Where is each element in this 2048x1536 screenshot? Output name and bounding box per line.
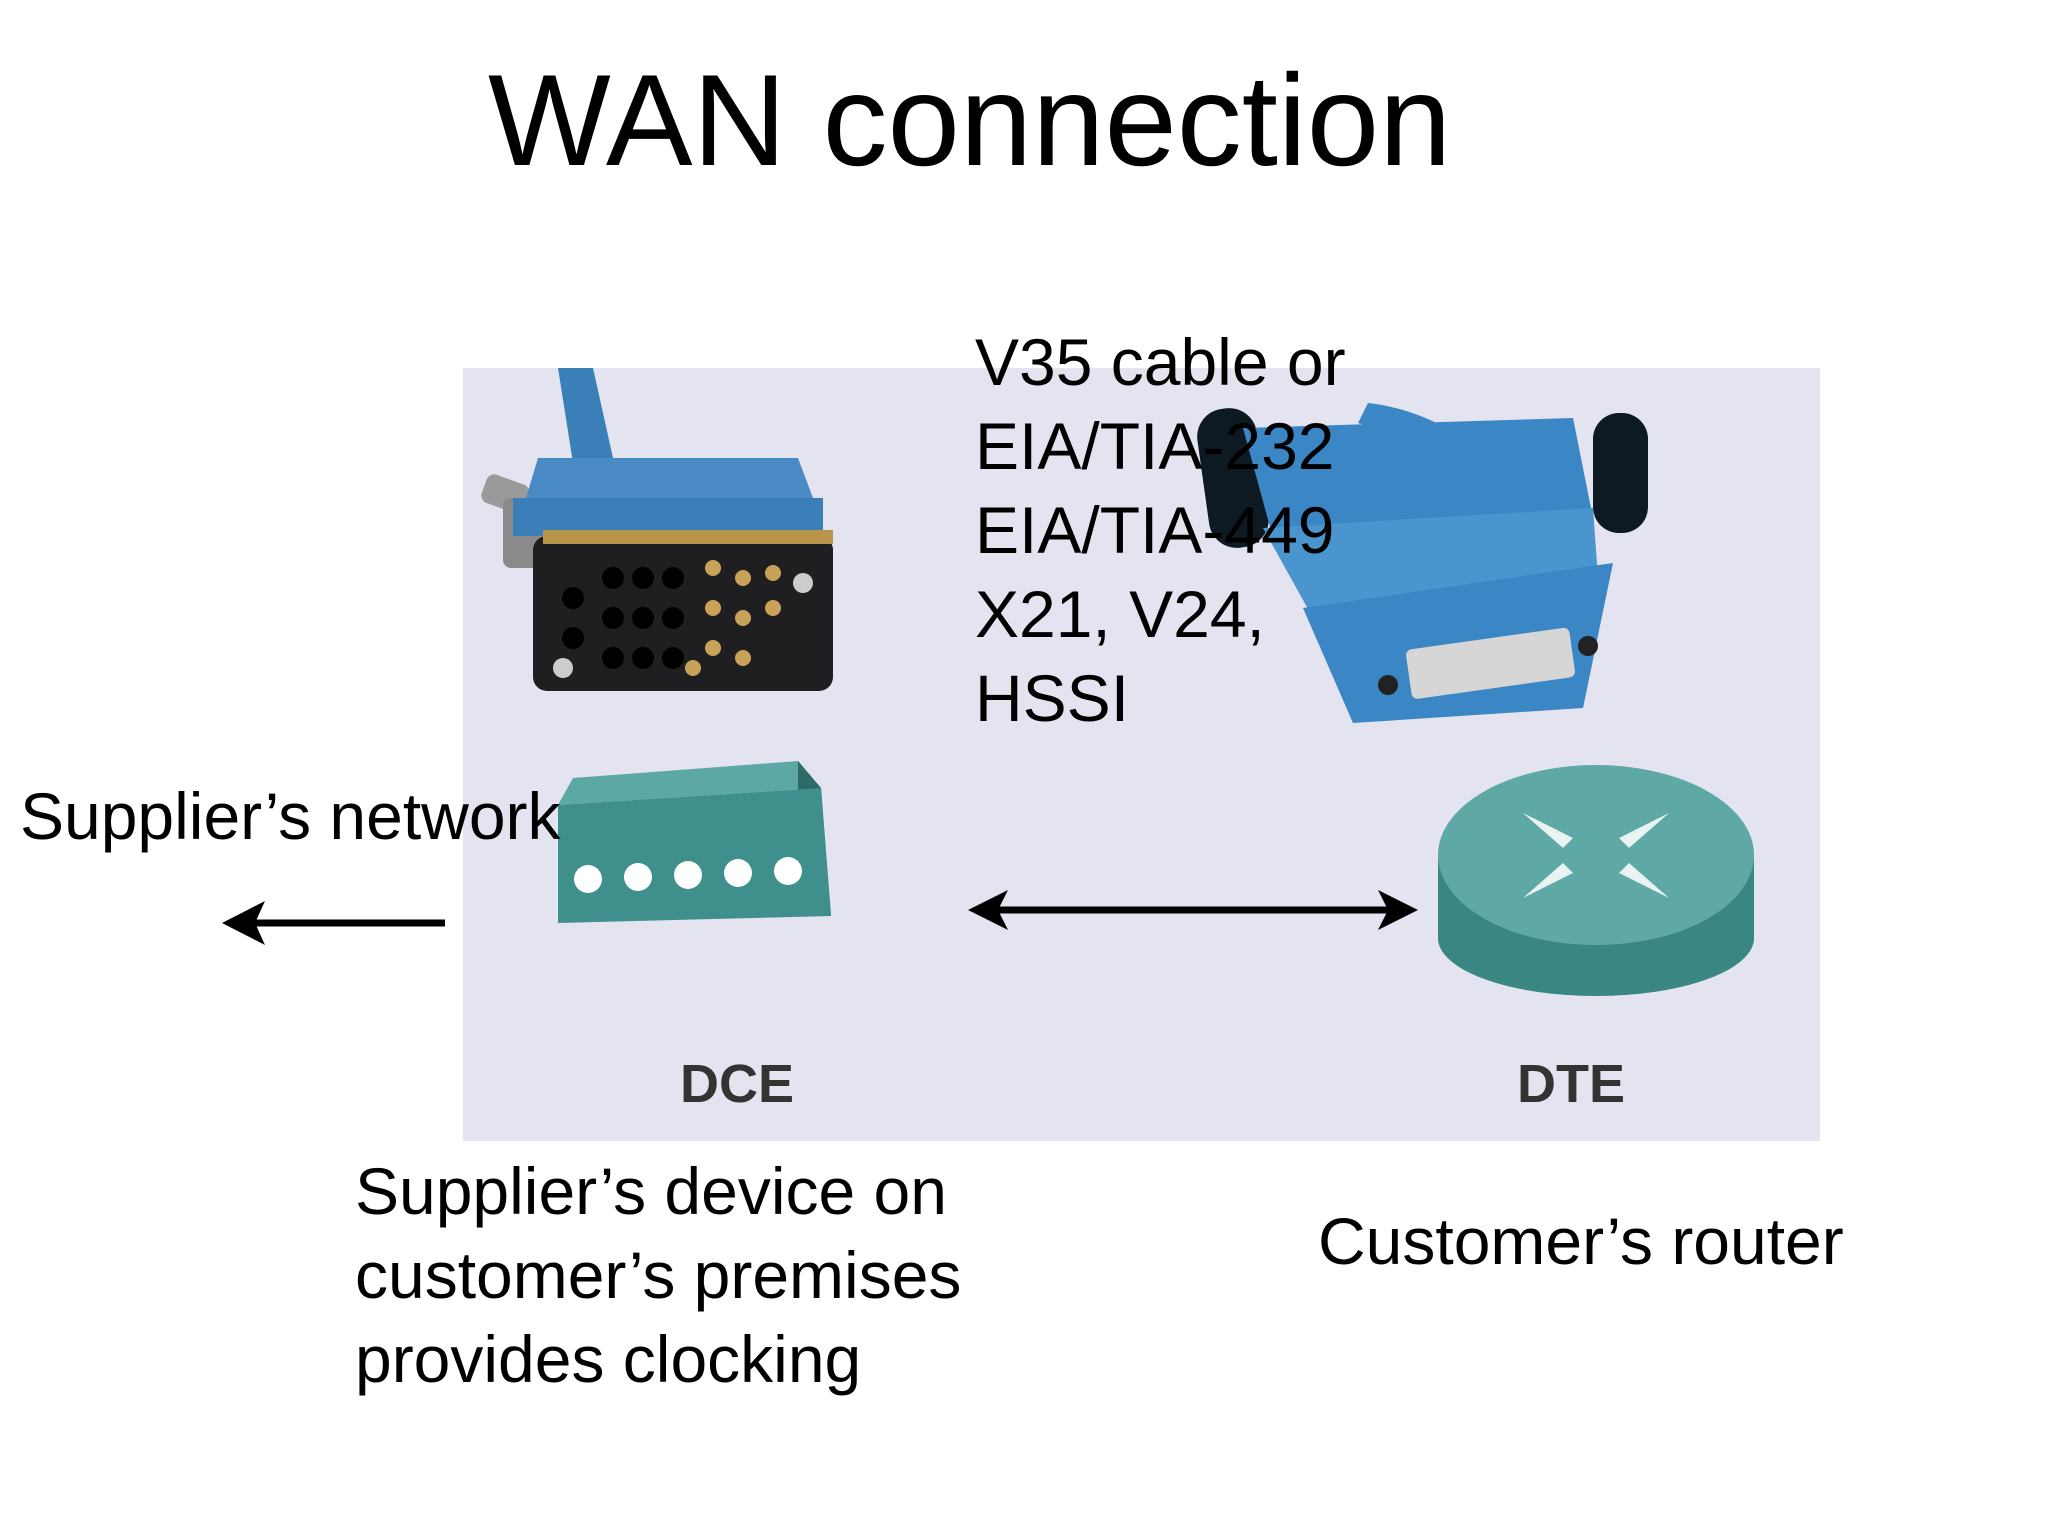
dte-label: DTE — [1517, 1054, 1625, 1114]
customer-router-label: Customer’s router — [1318, 1204, 1844, 1278]
cable-type-item: V35 cable or — [975, 325, 1346, 399]
slide-title: WAN connection — [488, 47, 1452, 193]
supplier-device-line: Supplier’s device on — [355, 1154, 947, 1228]
diagram-drawing — [481, 368, 1754, 996]
cable-type-item: X21, V24, — [975, 577, 1265, 651]
diagram-panel: DCE DTE — [463, 368, 1820, 1141]
supplier-device-line: customer’s premises — [355, 1238, 962, 1312]
connection-double-arrow — [968, 890, 1418, 930]
cable-type-item: EIA/TIA-449 — [975, 493, 1335, 567]
supplier-device-line: provides clocking — [355, 1322, 862, 1396]
dte-router-icon — [1438, 765, 1754, 996]
dce-device-icon — [558, 761, 831, 923]
cable-types-list: V35 cable or EIA/TIA-232 EIA/TIA-449 X21… — [975, 320, 1346, 740]
supplier-network-label: Supplier’s network — [20, 779, 561, 853]
cable-type-item: EIA/TIA-232 — [975, 409, 1335, 483]
cable-type-item: HSSI — [975, 661, 1130, 735]
dce-label: DCE — [680, 1054, 795, 1114]
supplier-device-description: Supplier’s device on customer’s premises… — [355, 1149, 961, 1401]
network-left-arrow — [222, 901, 445, 945]
smart-serial-connector-image — [1197, 403, 1648, 723]
v35-connector-image — [481, 368, 833, 691]
